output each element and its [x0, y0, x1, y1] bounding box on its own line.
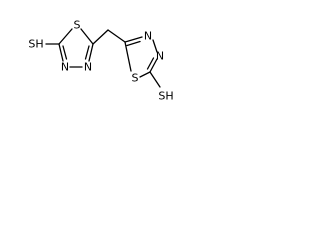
bond-right-n3-c2 — [149, 58, 158, 73]
atom-labels: SH S N N S N N SH — [28, 19, 173, 103]
bond-right-c5-n4-double — [126, 40, 141, 47]
atom-n-right-3: N — [156, 50, 164, 63]
atom-s-left-ring: S — [74, 19, 81, 32]
bond-left-s1-c5 — [80, 28, 94, 45]
molecule-diagram: SH S N N S N N SH — [28, 19, 173, 103]
right-ring-bonds — [124, 36, 161, 88]
bond-left-n3-c2-double — [62, 45, 68, 60]
bond-c5-ch2 — [92, 29, 109, 45]
bond-left-c5-n4 — [88, 43, 94, 62]
atom-n-right-4: N — [144, 30, 152, 43]
atom-s-right-ring: S — [132, 72, 139, 85]
bond-left-c2-s1 — [58, 28, 73, 45]
bond-ch2-c5-right — [107, 29, 126, 43]
atom-n-left-3: N — [61, 61, 69, 74]
bond-right-s1-c5 — [124, 41, 132, 72]
atom-n-left-4: N — [84, 61, 92, 74]
atom-sh-left: SH — [28, 38, 43, 51]
methylene-bridge-bonds — [92, 29, 126, 45]
bond-right-n3-c2-double — [146, 57, 155, 70]
left-ring-bonds — [45, 28, 94, 68]
bond-left-c5-n4-double — [84, 45, 90, 60]
bond-right-n4-n3 — [152, 39, 158, 53]
bond-right-c5-n4 — [124, 36, 143, 43]
bond-right-c2-sh — [149, 71, 161, 88]
bond-right-c2-s1 — [139, 71, 151, 78]
atom-sh-right: SH — [158, 90, 173, 103]
bond-left-n3-c2 — [58, 43, 64, 62]
